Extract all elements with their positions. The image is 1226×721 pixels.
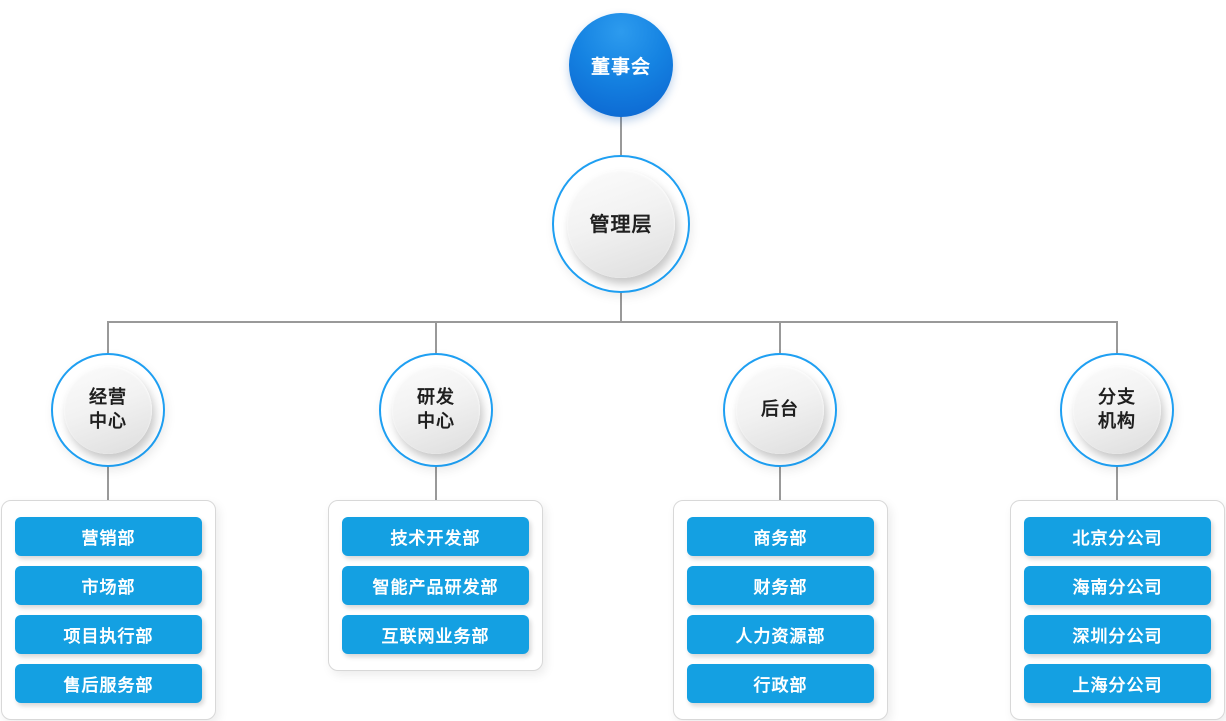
panel-back-office: 商务部 财务部 人力资源部 行政部 — [673, 500, 888, 720]
branch-hainan: 海南分公司 — [1024, 566, 1211, 605]
connector-branch-2-to-panel — [435, 466, 437, 501]
node-back-office-label-line1: 后台 — [761, 398, 799, 420]
dept-internet-business: 互联网业务部 — [342, 615, 529, 654]
connector-branch-3-to-panel — [779, 466, 781, 501]
node-branch-offices-label-line1: 分支 — [1098, 386, 1136, 408]
connector-drop-branch-2 — [435, 321, 437, 354]
connector-drop-branch-1 — [107, 321, 109, 354]
branch-beijing: 北京分公司 — [1024, 517, 1211, 556]
connector-branch-1-to-panel — [107, 466, 109, 501]
dept-smart-product-rnd: 智能产品研发部 — [342, 566, 529, 605]
node-operations-center: 经营 中心 — [51, 353, 165, 467]
node-management: 管理层 — [552, 155, 690, 293]
connector-branch-4-to-panel — [1116, 466, 1118, 501]
connector-root-to-management — [620, 117, 622, 156]
panel-rnd-center: 技术开发部 智能产品研发部 互联网业务部 — [328, 500, 543, 671]
node-back-office-disc: 后台 — [736, 366, 824, 454]
node-branch-offices-disc: 分支 机构 — [1073, 366, 1161, 454]
node-board-of-directors: 董事会 — [569, 13, 673, 117]
dept-commerce: 商务部 — [687, 517, 874, 556]
dept-human-resources: 人力资源部 — [687, 615, 874, 654]
node-board-label: 董事会 — [590, 55, 651, 78]
node-operations-center-label-line1: 经营 — [89, 386, 127, 408]
panel-operations-center: 营销部 市场部 项目执行部 售后服务部 — [1, 500, 216, 720]
node-rnd-center: 研发 中心 — [379, 353, 493, 467]
connector-drop-branch-4 — [1116, 321, 1118, 354]
node-rnd-center-label-line2: 中心 — [417, 411, 455, 432]
node-rnd-center-label-line1: 研发 — [417, 386, 455, 408]
branch-shenzhen: 深圳分公司 — [1024, 615, 1211, 654]
node-branch-offices-label-line2: 机构 — [1098, 411, 1136, 432]
node-rnd-center-disc: 研发 中心 — [392, 366, 480, 454]
dept-market: 市场部 — [15, 566, 202, 605]
node-operations-center-label-line2: 中心 — [89, 411, 127, 432]
dept-administration: 行政部 — [687, 664, 874, 703]
node-management-disc: 管理层 — [567, 170, 675, 278]
branch-shanghai: 上海分公司 — [1024, 664, 1211, 703]
node-operations-center-disc: 经营 中心 — [64, 366, 152, 454]
dept-after-sales: 售后服务部 — [15, 664, 202, 703]
dept-finance: 财务部 — [687, 566, 874, 605]
dept-tech-development: 技术开发部 — [342, 517, 529, 556]
connector-trunk-horizontal — [107, 321, 1118, 323]
node-branch-offices: 分支 机构 — [1060, 353, 1174, 467]
node-back-office: 后台 — [723, 353, 837, 467]
connector-drop-branch-3 — [779, 321, 781, 354]
node-management-label: 管理层 — [589, 211, 653, 236]
dept-project-execution: 项目执行部 — [15, 615, 202, 654]
connector-management-to-trunk — [620, 291, 622, 323]
dept-marketing: 营销部 — [15, 517, 202, 556]
panel-branch-offices: 北京分公司 海南分公司 深圳分公司 上海分公司 — [1010, 500, 1225, 720]
